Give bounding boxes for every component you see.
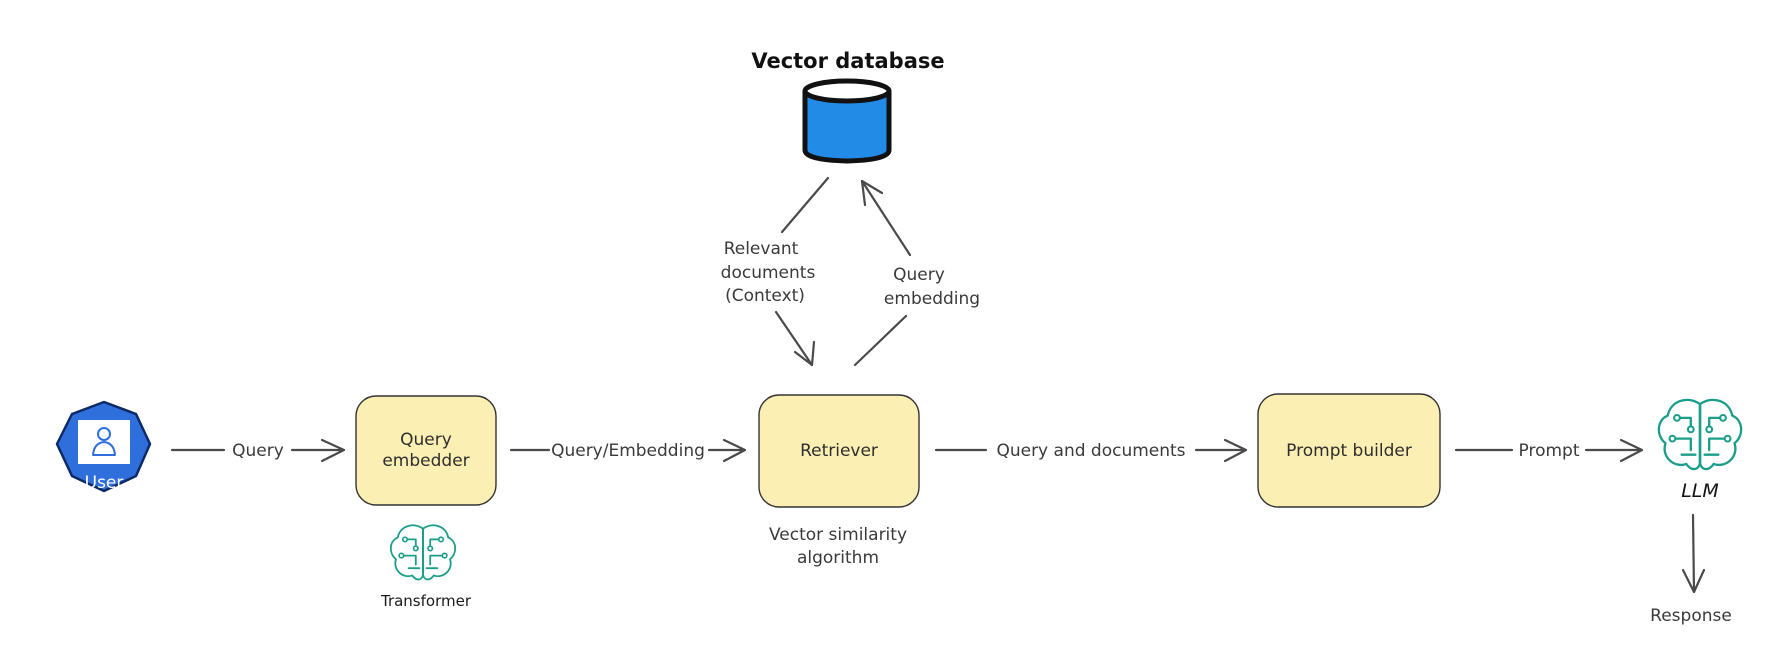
edge-label-response: Response: [1650, 606, 1732, 626]
prompt-builder-label: Prompt builder: [1286, 441, 1412, 461]
edge-label-query-embedding-line2: embedding: [884, 289, 980, 309]
vector-database-label: Vector database: [751, 49, 944, 73]
edge-label-relevant-line3: (Context): [725, 286, 805, 306]
llm-node[interactable]: LLM: [1657, 398, 1743, 502]
vector-similarity-line2: algorithm: [797, 548, 879, 568]
edge-query-embedding-up: Query embedding: [853, 179, 980, 367]
vector-similarity-line1: Vector similarity: [769, 525, 907, 545]
user-label: User: [85, 473, 124, 493]
database-icon: [802, 78, 892, 164]
edge-label-query-embedding-line1: Query: [893, 265, 945, 285]
edge-label-query-embedding: Query/Embedding: [551, 441, 705, 461]
vector-similarity-annotation: Vector similarity algorithm: [769, 525, 907, 568]
llm-label: LLM: [1681, 480, 1719, 502]
transformer-label: Transformer: [380, 592, 472, 610]
user-node[interactable]: User: [55, 400, 152, 493]
edge-query: Query: [170, 438, 346, 463]
query-embedder-label-line1: Query: [400, 430, 452, 450]
transformer-node: Transformer: [380, 524, 472, 610]
edge-label-query: Query: [232, 441, 284, 461]
edge-label-relevant-line2: documents: [721, 263, 816, 283]
edge-relevant-documents: Relevant documents (Context): [721, 176, 830, 367]
edge-response: Response: [1650, 513, 1732, 626]
edge-label-query-and-documents: Query and documents: [996, 441, 1185, 461]
vector-database[interactable]: Vector database: [751, 49, 945, 164]
brain-circuit-icon: [1657, 398, 1743, 471]
edge-query-embedding: Query/Embedding: [509, 438, 747, 463]
edge-query-and-documents: Query and documents: [934, 438, 1248, 463]
brain-circuit-icon: [389, 524, 457, 581]
prompt-builder-node[interactable]: Prompt builder: [1257, 393, 1441, 508]
user-icon: [78, 420, 130, 464]
retriever-node[interactable]: Retriever: [758, 394, 920, 508]
edge-label-prompt: Prompt: [1519, 441, 1580, 461]
edge-label-relevant-line1: Relevant: [724, 239, 799, 259]
retriever-label: Retriever: [800, 441, 878, 461]
query-embedder-label-line2: embedder: [382, 451, 469, 471]
edge-prompt: Prompt: [1454, 438, 1644, 463]
query-embedder-node[interactable]: Query embedder: [355, 395, 497, 506]
